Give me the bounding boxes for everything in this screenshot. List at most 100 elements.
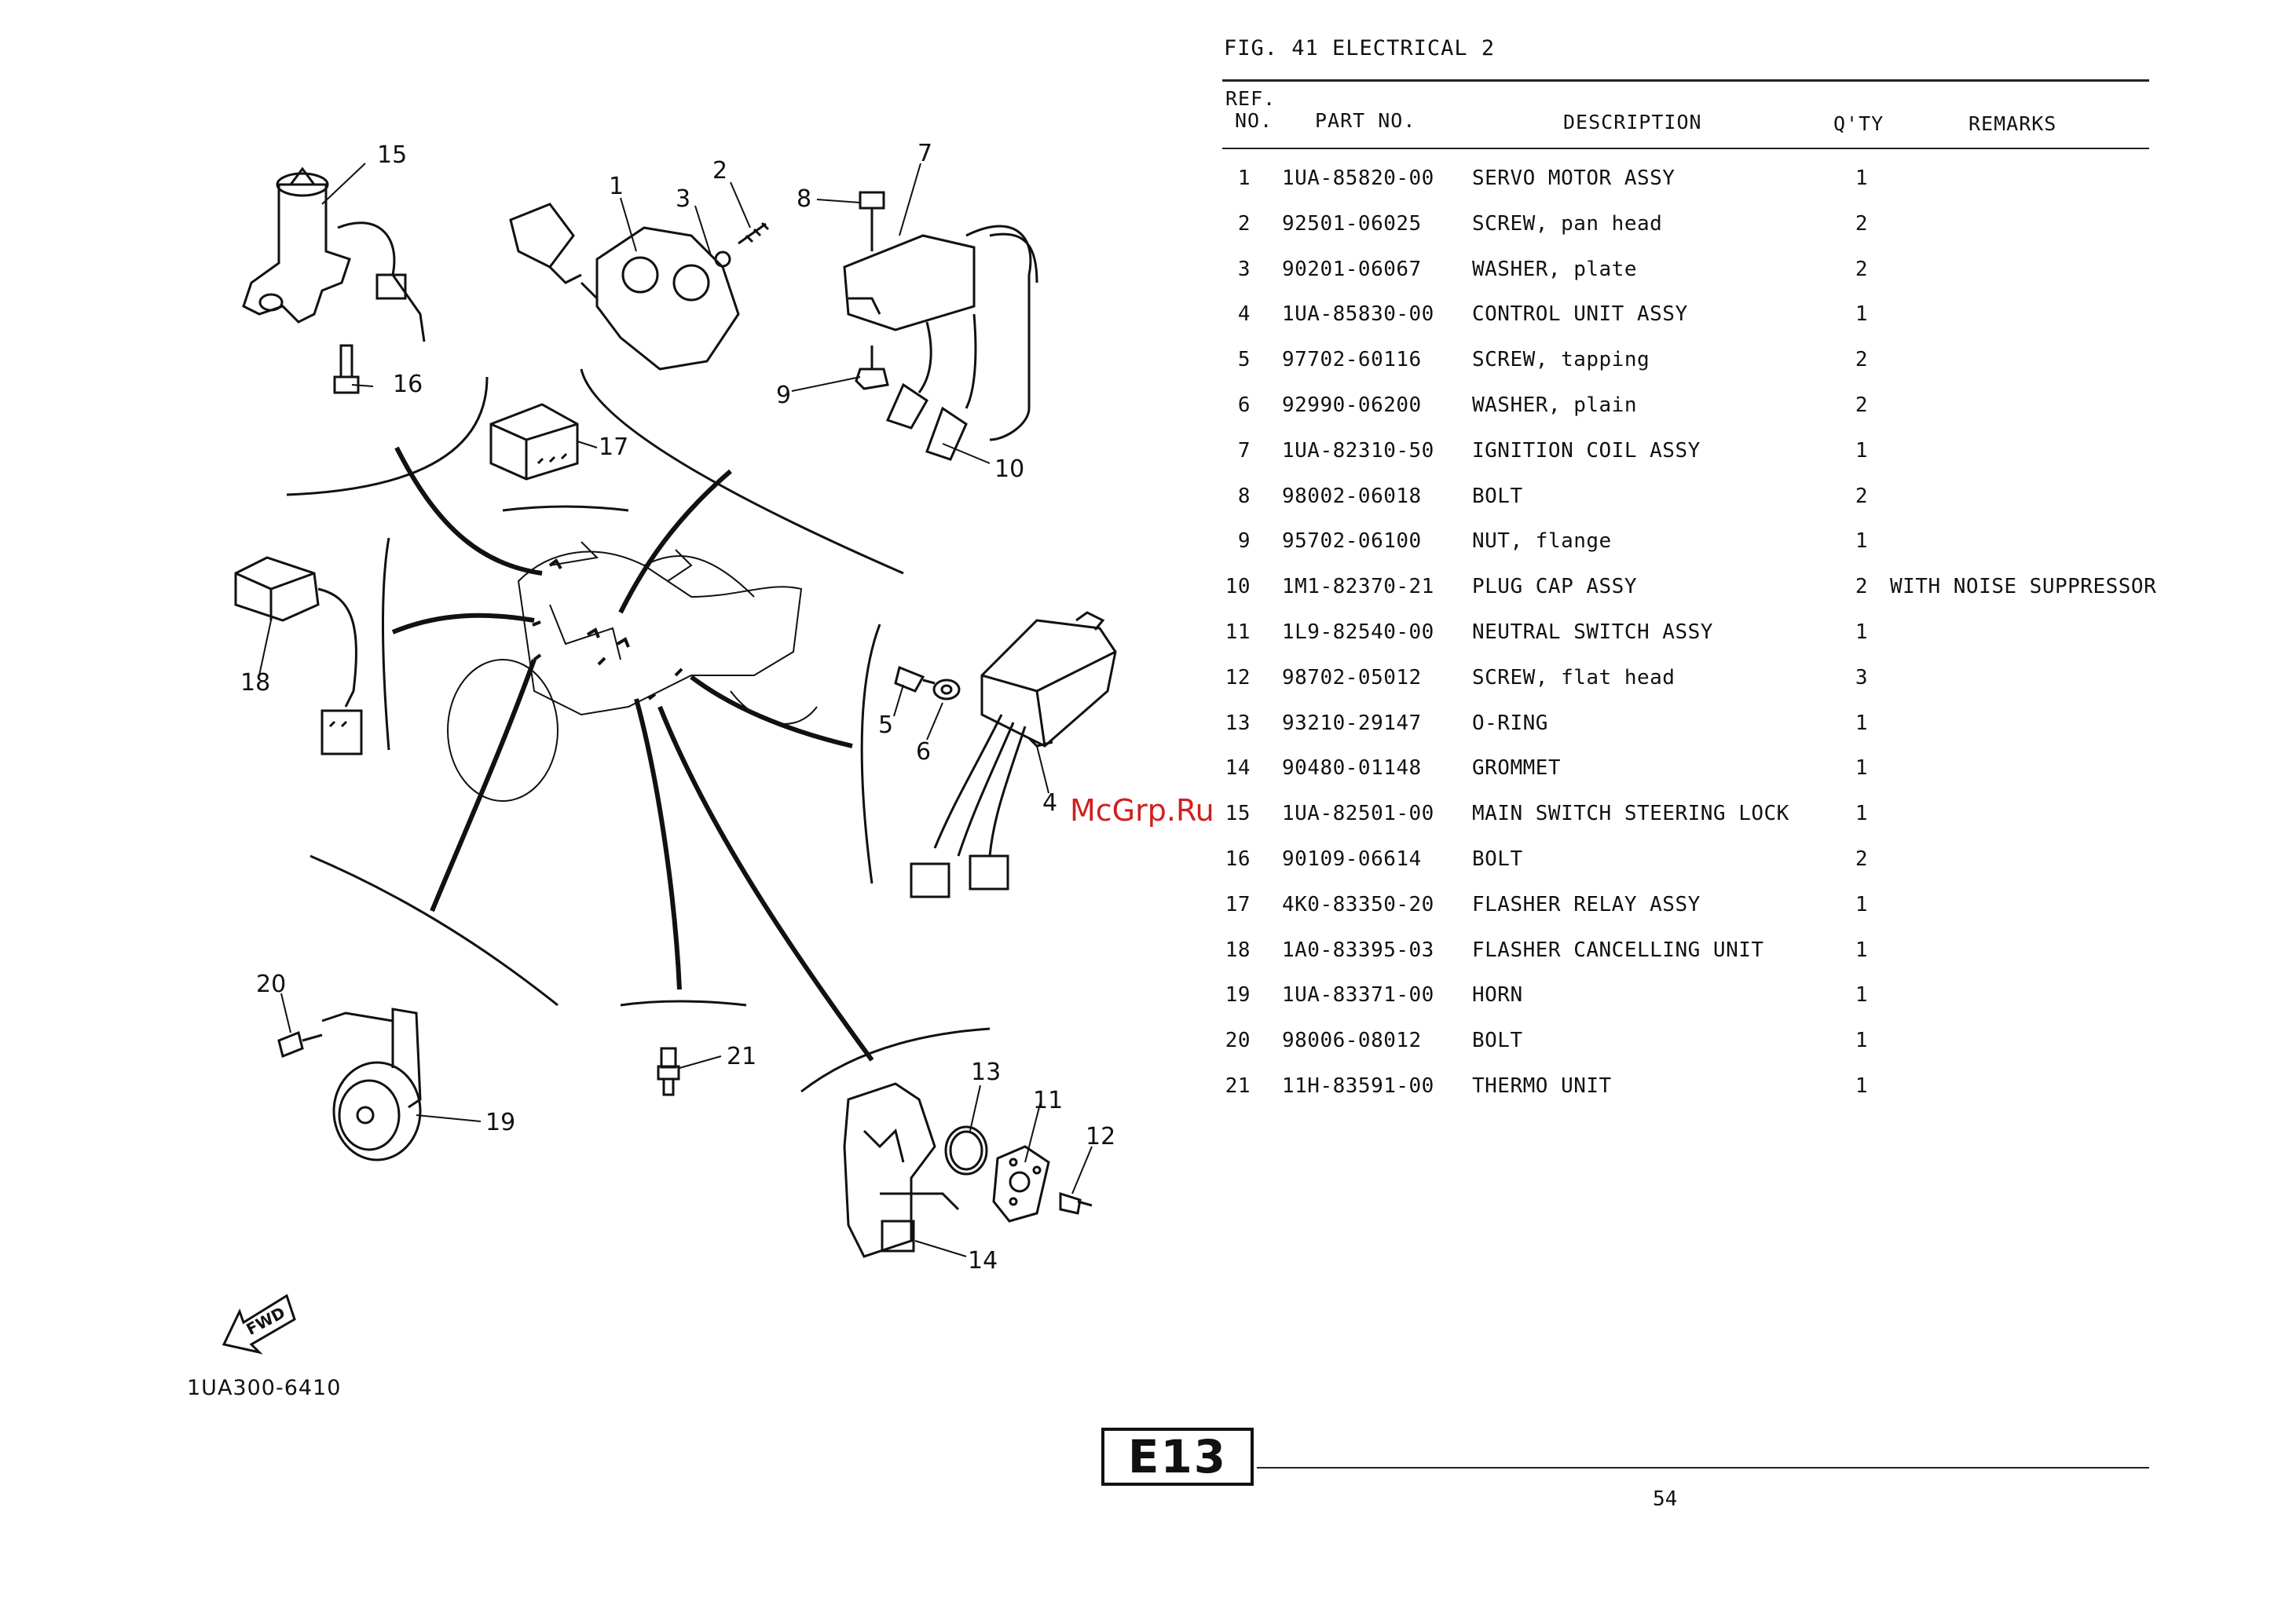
flasher-cancelling-unit [234,556,363,755]
description-cell: PLUG CAP ASSY [1472,575,1637,599]
qty-cell: 1 [1855,983,1869,1008]
region-brackets [286,368,991,1093]
col-header-part: PART NO. [1315,109,1416,132]
ref-cell: 13 [1225,711,1251,735]
ref-cell: 11 [1225,620,1251,644]
ref-cell: 17 [1225,892,1251,916]
qty-cell: 1 [1855,1074,1869,1098]
part-number-cell: 98702-05012 [1282,665,1422,689]
part-number-cell: 1UA-85820-00 [1282,166,1434,190]
table-top-rule [1222,79,2149,82]
ref-cell: 18 [1225,938,1251,962]
description-cell: SCREW, flat head [1472,665,1676,689]
servo-motor-assy [509,203,770,371]
col-header-description: DESCRIPTION [1563,111,1702,134]
part-number-cell: 1UA-85830-00 [1282,302,1434,327]
ref-cell: 14 [1225,756,1251,781]
part-number-cell: 97702-60116 [1282,348,1422,372]
callout-17: 17 [599,433,629,461]
ref-cell: 3 [1237,257,1251,281]
callout-15: 15 [377,141,408,169]
description-cell: SERVO MOTOR ASSY [1472,166,1676,190]
description-cell: MAIN SWITCH STEERING LOCK [1472,802,1789,826]
control-unit-assy [894,611,1117,898]
qty-cell: 2 [1855,575,1869,599]
col-header-remarks: REMARKS [1969,112,2057,135]
ref-cell: 7 [1237,438,1251,463]
ref-cell: 9 [1237,529,1251,554]
watermark: McGrp.Ru [1070,793,1214,828]
description-cell: WASHER, plate [1472,257,1637,281]
qty-cell: 1 [1855,620,1869,644]
horn [277,1008,422,1161]
part-number-cell: 95702-06100 [1282,529,1422,554]
qty-cell: 2 [1855,847,1869,871]
ref-cell: 2 [1237,211,1251,236]
description-cell: NEUTRAL SWITCH ASSY [1472,620,1713,644]
qty-cell: 2 [1855,211,1869,236]
callout-12: 12 [1086,1123,1116,1150]
table-row: 1 1UA-85820-00 SERVO MOTOR ASSY 1 [0,166,1868,198]
part-number-cell: 1M1-82370-21 [1282,575,1434,599]
page-code-box: E13 [1101,1428,1254,1486]
exploded-parts-diagram: 1 2 3 4 5 6 7 8 9 10 11 12 13 14 15 16 1… [222,140,1117,1355]
ref-cell: 20 [1225,1029,1251,1053]
qty-cell: 2 [1855,348,1869,372]
part-number-cell: 1UA-83371-00 [1282,983,1434,1008]
connector-clips [532,558,683,700]
table-row: 4 1UA-85830-00 CONTROL UNIT ASSY 1 [0,302,1868,334]
flasher-relay [489,403,579,481]
footer-rule [1257,1467,2149,1469]
part-number-cell: 90201-06067 [1282,257,1422,281]
col-header-ref-line1: REF. [1225,87,1276,110]
description-cell: SCREW, tapping [1472,348,1650,372]
qty-cell: 1 [1855,302,1869,327]
callout-leaders [258,163,1093,1257]
callout-4: 4 [1042,789,1058,817]
table-row: 3 90201-06067 WASHER, plate 2 [0,258,1868,289]
leader-arrows [391,446,874,1062]
qty-cell: 1 [1855,711,1869,735]
description-cell: CONTROL UNIT ASSY [1472,302,1688,327]
callout-19: 19 [485,1109,516,1136]
description-cell: SCREW, pan head [1472,211,1663,236]
ref-cell: 4 [1237,302,1251,327]
main-switch-steering-lock [242,166,426,394]
callout-20: 20 [256,971,287,998]
remarks-cell: WITH NOISE SUPPRESSOR [1890,575,2157,599]
description-cell: BOLT [1472,484,1523,508]
callout-11: 11 [1033,1087,1064,1114]
ref-cell: 15 [1225,802,1251,826]
description-cell: IGNITION COIL ASSY [1472,438,1701,463]
ref-cell: 10 [1225,575,1251,599]
callout-3: 3 [676,185,691,213]
ref-cell: 1 [1237,166,1251,190]
table-row: 10 1M1-82370-21 PLUG CAP ASSY 2 WITH NOISE S… [0,575,2156,606]
part-number-cell: 98002-06018 [1282,484,1422,508]
ref-cell: 16 [1225,847,1251,871]
part-number-cell: 11H-83591-00 [1282,1074,1434,1098]
qty-cell: 1 [1855,938,1869,962]
callout-1: 1 [609,173,624,200]
description-cell: FLASHER CANCELLING UNIT [1472,938,1764,962]
qty-cell: 1 [1855,1029,1869,1053]
callout-16: 16 [393,371,423,398]
thermo-unit [657,1047,680,1096]
callout-18: 18 [240,669,271,697]
ref-cell: 21 [1225,1074,1251,1098]
callout-14: 14 [968,1247,998,1275]
ignition-coil-assy [843,191,1038,461]
qty-cell: 2 [1855,484,1869,508]
figure-title: FIG. 41 ELECTRICAL 2 [1224,36,1496,60]
qty-cell: 2 [1855,257,1869,281]
part-number-cell: 1A0-83395-03 [1282,938,1434,962]
qty-cell: 3 [1855,665,1869,689]
